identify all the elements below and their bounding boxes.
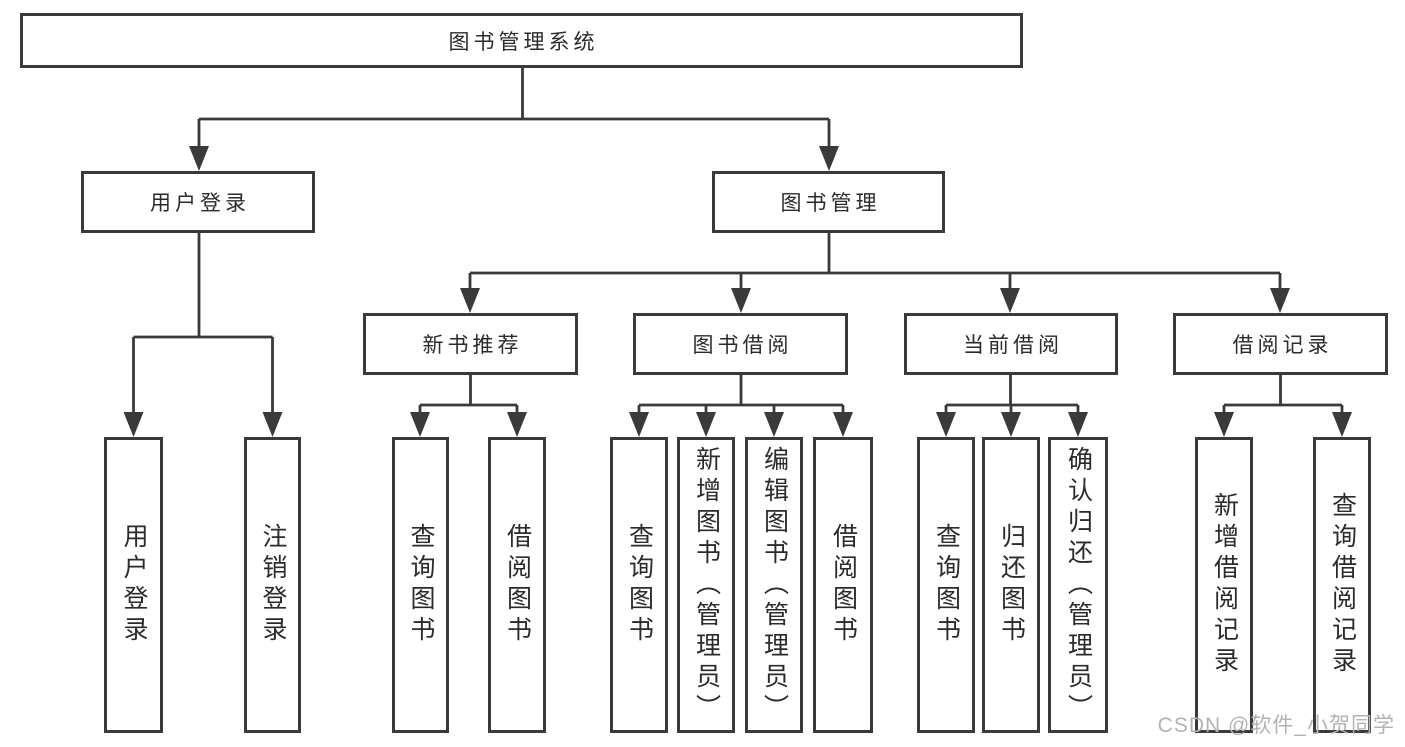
leaf-add-borrow-record-label: 新增借阅记录 <box>1210 492 1239 678</box>
leaf-add-borrow-record: 新增借阅记录 <box>1195 437 1253 733</box>
node-book-management: 图书管理 <box>712 171 945 233</box>
leaf-current-query-books: 查询图书 <box>917 437 975 733</box>
leaf-recommend-query-books: 查询图书 <box>392 437 449 733</box>
leaf-user-login-label: 用户登录 <box>120 523 148 647</box>
leaf-edit-book-admin-label: 编辑图书（管理员） <box>760 445 789 725</box>
node-root-system-label: 图书管理系统 <box>448 30 599 54</box>
leaf-borrowing-query-books: 查询图书 <box>610 437 668 733</box>
node-new-book-recommendation: 新书推荐 <box>363 313 578 375</box>
leaf-recommend-borrow-books: 借阅图书 <box>488 437 546 733</box>
leaf-edit-book-admin: 编辑图书（管理员） <box>745 437 803 733</box>
leaf-return-books: 归还图书 <box>982 437 1040 733</box>
leaf-logout-label: 注销登录 <box>259 523 287 647</box>
leaf-user-login: 用户登录 <box>104 437 163 733</box>
node-borrowing-records: 借阅记录 <box>1173 313 1388 375</box>
leaf-confirm-return-admin: 确认归还（管理员） <box>1048 437 1108 733</box>
node-new-book-recommendation-label: 新书推荐 <box>422 334 523 357</box>
leaf-query-borrow-record: 查询借阅记录 <box>1313 437 1371 733</box>
leaf-confirm-return-admin-label: 确认归还（管理员） <box>1064 445 1093 725</box>
node-borrowing-records-label: 借阅记录 <box>1232 334 1333 357</box>
leaf-query-borrow-record-label: 查询借阅记录 <box>1328 492 1357 678</box>
leaf-return-books-label: 归还图书 <box>997 523 1026 647</box>
node-book-borrowing-label: 图书借阅 <box>692 334 793 357</box>
node-root-system: 图书管理系统 <box>20 13 1023 68</box>
leaf-borrowing-query-books-label: 查询图书 <box>625 523 654 647</box>
node-current-borrowing-label: 当前借阅 <box>963 334 1063 357</box>
leaf-add-book-admin: 新增图书（管理员） <box>677 437 735 733</box>
leaf-current-query-books-label: 查询图书 <box>932 523 961 647</box>
leaf-recommend-query-books-label: 查询图书 <box>407 523 435 647</box>
leaf-logout: 注销登录 <box>244 437 301 733</box>
csdn-watermark: CSDN @软件_小贺同学 <box>1157 714 1395 737</box>
node-user-login: 用户登录 <box>81 171 315 233</box>
leaf-add-book-admin-label: 新增图书（管理员） <box>692 445 721 725</box>
leaf-borrowing-borrow-books-label: 借阅图书 <box>829 523 858 647</box>
leaf-recommend-borrow-books-label: 借阅图书 <box>503 523 532 647</box>
leaf-borrowing-borrow-books: 借阅图书 <box>813 437 873 733</box>
node-book-management-label: 图书管理 <box>780 192 881 215</box>
node-current-borrowing: 当前借阅 <box>904 313 1118 375</box>
node-user-login-label: 用户登录 <box>150 192 250 215</box>
node-book-borrowing: 图书借阅 <box>633 313 848 375</box>
